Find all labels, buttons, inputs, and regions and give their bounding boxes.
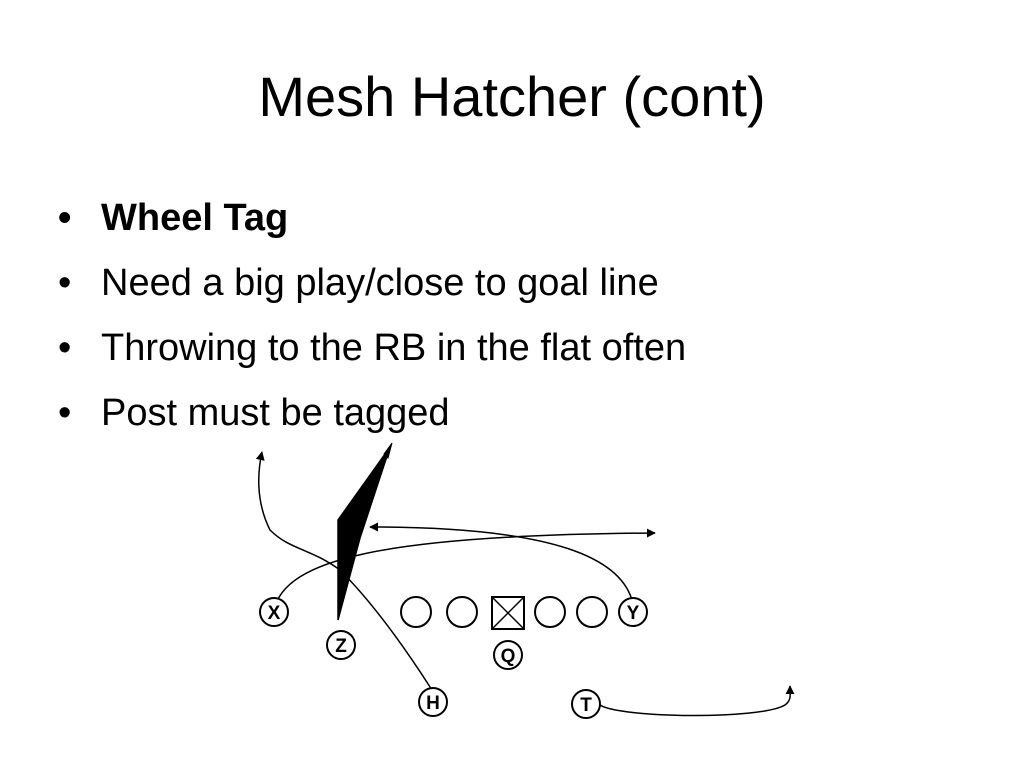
y-cross-route bbox=[369, 522, 633, 601]
center-marker bbox=[491, 596, 525, 630]
h-wheel-route bbox=[255, 451, 433, 691]
player-h-label: H bbox=[426, 693, 440, 714]
lineman-marker bbox=[446, 596, 478, 628]
bullet-item: Throwing to the RB in the flat often bbox=[58, 316, 686, 381]
lineman-marker bbox=[400, 596, 432, 628]
z-post-route bbox=[337, 446, 391, 621]
player-q-label: Q bbox=[501, 646, 516, 667]
player-t: T bbox=[571, 689, 601, 719]
player-h: H bbox=[418, 687, 448, 717]
lineman-marker bbox=[576, 596, 608, 628]
player-y: Y bbox=[618, 597, 648, 627]
bullet-item: Need a big play/close to goal line bbox=[58, 251, 686, 316]
player-t-label: T bbox=[580, 695, 592, 716]
player-x: X bbox=[259, 597, 289, 627]
player-z-label: Z bbox=[335, 636, 347, 657]
slide-title: Mesh Hatcher (cont) bbox=[258, 65, 766, 128]
player-z: Z bbox=[326, 630, 356, 660]
player-x-label: X bbox=[268, 603, 281, 624]
bullet-item: Post must be tagged bbox=[58, 381, 686, 446]
player-y-label: Y bbox=[627, 603, 640, 624]
t-flat-route bbox=[599, 685, 795, 717]
lineman-marker bbox=[534, 596, 566, 628]
z-post-arrow-icon bbox=[383, 442, 393, 459]
player-q: Q bbox=[493, 640, 523, 670]
bullet-list: Wheel Tag Need a big play/close to goal … bbox=[58, 186, 686, 446]
bullet-item: Wheel Tag bbox=[58, 186, 686, 251]
x-post-route bbox=[273, 528, 656, 611]
